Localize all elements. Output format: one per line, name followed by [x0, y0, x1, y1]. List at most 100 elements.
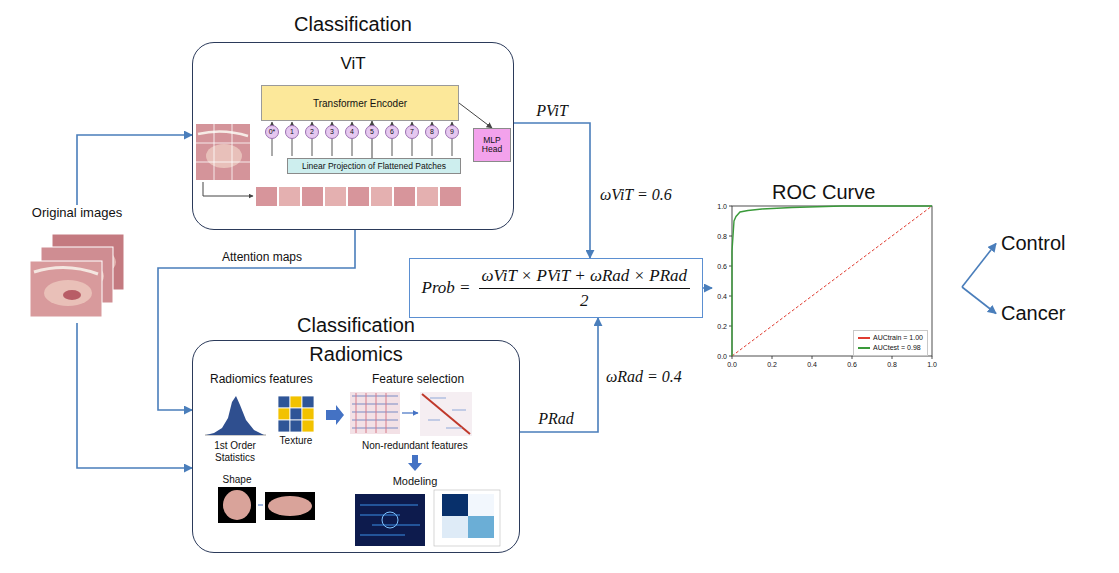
figure-caption: 1st Order Statistics	[200, 440, 270, 463]
model-figures	[360, 505, 420, 535]
connector-arrow	[520, 318, 598, 432]
edge-label: Attention maps	[220, 250, 304, 264]
texture-grid	[278, 396, 290, 408]
axis-tick: 0.2	[767, 361, 777, 368]
legend-text: AUCtest = 0.98	[873, 344, 921, 351]
axis-tick: 1.0	[717, 203, 727, 210]
shape-figures	[218, 487, 315, 523]
edge-label: PRad	[536, 410, 576, 428]
box-label: Transformer Encoder	[313, 98, 407, 109]
token-badge: 3	[325, 125, 339, 139]
box-label: Linear Projection of Flattened Patches	[302, 161, 446, 171]
panel-title: Radiomics	[193, 343, 519, 366]
token-badge: 9	[445, 125, 459, 139]
flow-arrows	[408, 455, 422, 471]
axis-tick: 0.4	[717, 293, 727, 300]
model-figures	[355, 494, 425, 546]
connector-arrow	[77, 135, 192, 205]
connector-arrow	[703, 287, 712, 289]
axis-tick: 1.0	[927, 361, 937, 368]
token-arrows	[272, 122, 452, 156]
class-output: Cancer	[1001, 302, 1065, 325]
mouth-photo-stack	[44, 280, 92, 306]
axis-tick: 0.0	[727, 361, 737, 368]
histogram-figure	[205, 396, 266, 435]
class-output: Control	[1001, 232, 1065, 255]
panel-title: ViT	[193, 54, 513, 74]
model-figures	[355, 490, 500, 546]
correlation-heatmaps	[352, 396, 398, 428]
roc-plot	[732, 206, 932, 356]
connector-arrow	[962, 244, 996, 288]
roc-plot	[732, 356, 932, 359]
shape-figures	[223, 490, 251, 520]
connector-arrow	[962, 287, 996, 314]
formula-numerator: ωViT × PViT + ωRad × PRad	[479, 266, 690, 289]
histogram-figure	[206, 396, 264, 435]
box-label: MLP Head	[474, 136, 510, 155]
formula-box: Prob = ωViT × PViT + ωRad × PRad2	[409, 258, 704, 318]
flow-arrows	[402, 412, 418, 413]
output-label: Cancer	[1001, 302, 1065, 325]
edge-label: PViT	[534, 102, 570, 120]
output-label: Control	[1001, 232, 1065, 255]
correlation-heatmaps	[350, 392, 400, 434]
correlation-heatmaps	[422, 394, 470, 434]
axis-tick: 0.6	[847, 361, 857, 368]
image-patches	[256, 187, 461, 206]
weight-label: ωViT = 0.6	[600, 186, 672, 204]
image-patches	[325, 187, 346, 206]
vit-input-photo	[198, 131, 248, 136]
image-patches	[440, 187, 461, 206]
mouth-photo-stack	[30, 261, 102, 317]
texture-grid	[290, 408, 302, 420]
mouth-photo-stack	[34, 267, 98, 274]
token-badge: 0*	[265, 125, 279, 139]
token-badge: 5	[365, 125, 379, 139]
roc-plot	[732, 206, 932, 356]
texture-grid	[278, 396, 314, 432]
axis-tick: 0.0	[717, 353, 727, 360]
mouth-photo-stack	[30, 234, 124, 317]
axis-tick: 0.2	[717, 323, 727, 330]
legend-row: AUCtest = 0.98	[858, 343, 923, 353]
shape-figures	[258, 505, 263, 506]
shape-figures	[268, 496, 312, 516]
connector-arrow	[77, 323, 192, 468]
vit-input-photo	[196, 124, 253, 196]
formula-lhs: Prob =	[422, 278, 471, 298]
correlation-heatmaps	[356, 393, 386, 433]
token-badge: 8	[425, 125, 439, 139]
panel-heading: Classification	[193, 314, 519, 337]
texture-grid	[302, 396, 314, 408]
correlation-heatmaps	[428, 398, 466, 428]
shape-figures	[218, 487, 256, 523]
connector-arrow	[459, 103, 492, 128]
figure-caption: Non-redundant features	[362, 440, 468, 451]
roc-plot	[729, 206, 932, 359]
model-figures	[468, 516, 494, 538]
legend-swatch	[858, 347, 870, 349]
mouth-photo-stack	[63, 290, 81, 300]
image-stack: Original images	[22, 205, 132, 323]
fraction: ωViT × PViT + ωRad × PRad2	[479, 266, 690, 311]
figure-caption: Shape	[223, 474, 252, 485]
image-patches	[417, 187, 438, 206]
token-badge: 7	[405, 125, 419, 139]
section-heading: Feature selection	[372, 372, 464, 386]
stack-label: Original images	[22, 205, 132, 220]
shape-figures	[265, 492, 315, 520]
axis-tick: 0.6	[717, 263, 727, 270]
figure-caption: Texture	[280, 435, 313, 446]
roc-plot	[732, 206, 932, 356]
vit-input-photo	[196, 124, 250, 180]
correlation-heatmaps	[420, 392, 472, 436]
image-patches	[348, 187, 369, 206]
vit-input-photo	[206, 144, 242, 168]
texture-grid	[278, 420, 290, 432]
model-figures	[442, 494, 468, 516]
token-badge: 2	[305, 125, 319, 139]
panel-heading: Classification	[193, 13, 513, 36]
legend-swatch	[858, 337, 870, 339]
legend-row: AUCtrain = 1.00	[858, 333, 923, 343]
